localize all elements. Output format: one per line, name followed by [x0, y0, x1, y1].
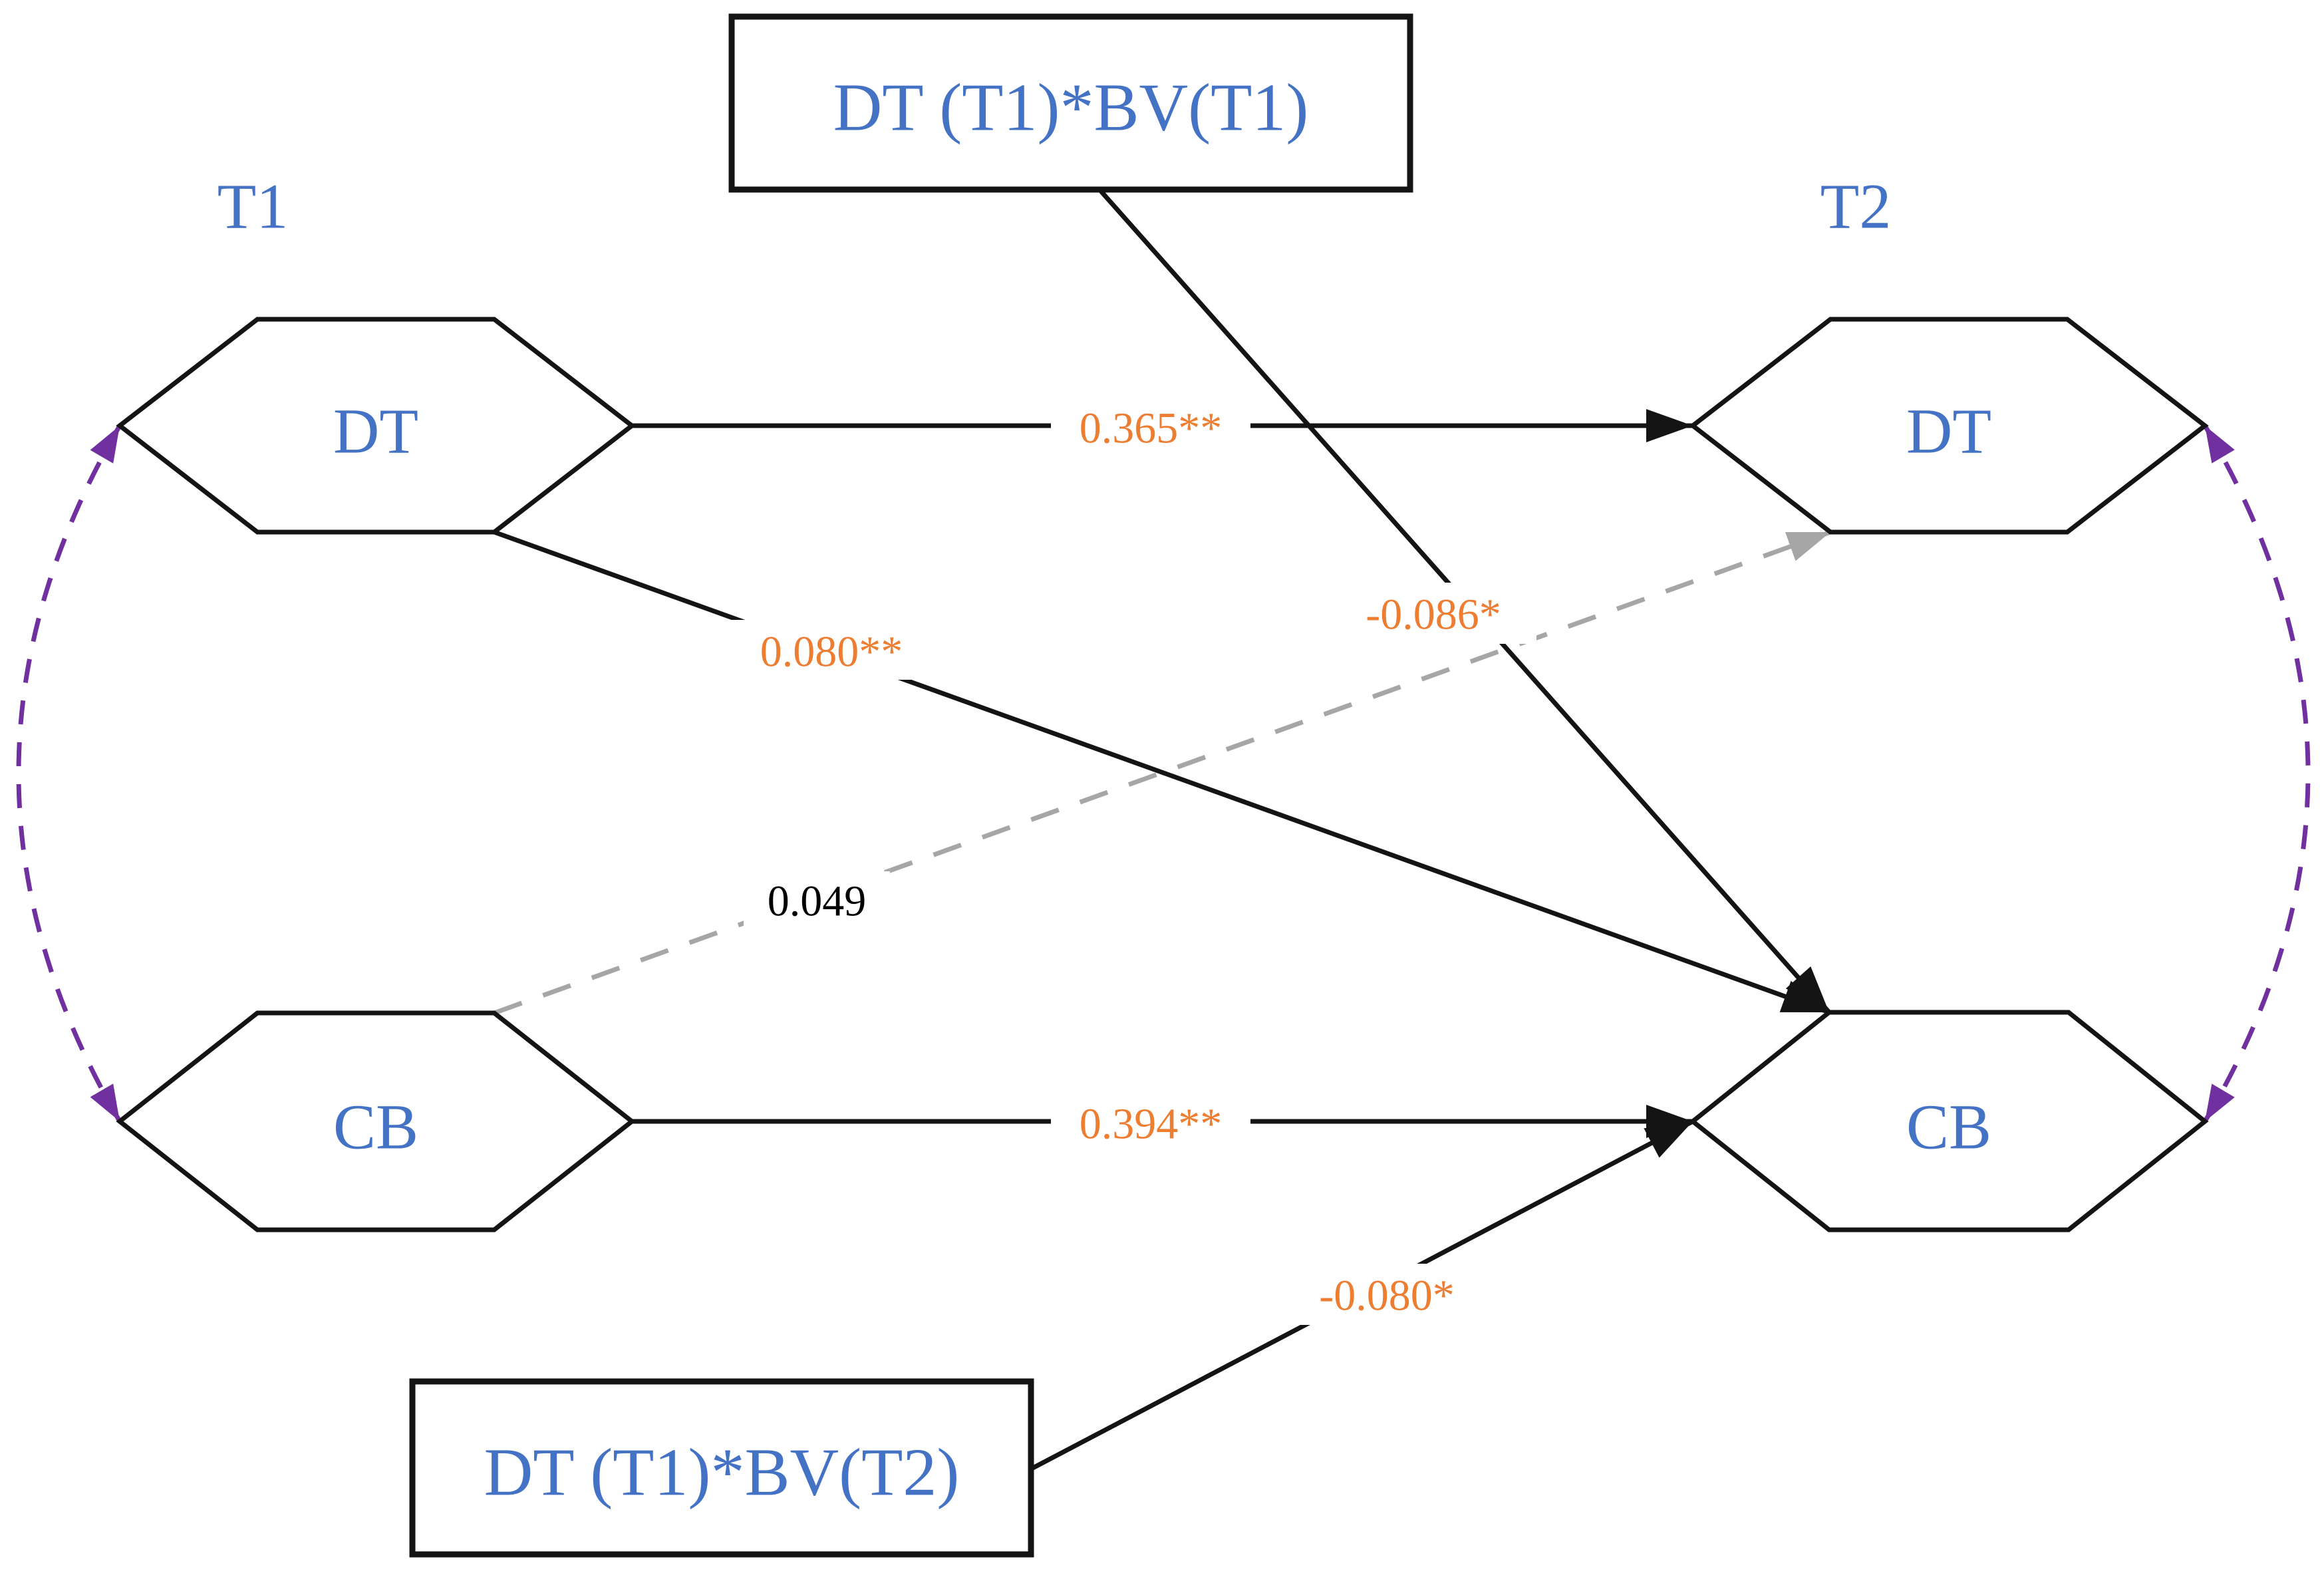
coefficient-dt1-to-dt2: 0.365** — [1080, 404, 1223, 453]
node-label-cb-t1: CB — [333, 1091, 418, 1163]
coefficient-cb1-to-dt2: 0.049 — [768, 877, 867, 926]
covariance-arrow-left — [16, 424, 122, 1123]
covariance-arrow-right — [2202, 424, 2311, 1123]
wave-label-t1: T1 — [218, 171, 289, 242]
coefficient-modbottom-to-cb2: -0.080* — [1319, 1272, 1454, 1320]
path-dt1-to-cb2 — [493, 529, 1830, 1015]
label-gap — [744, 871, 890, 929]
node-label-dt-t1: DT — [333, 396, 418, 467]
moderator-label-bottom: DT (T1)*BV(T2) — [484, 1435, 960, 1510]
hexagon-cb-t1 — [116, 1010, 636, 1232]
hexagon-dt-t1 — [116, 317, 636, 535]
hexagon-cb-t2 — [1689, 1010, 2209, 1232]
hexagon-dt-t2 — [1689, 317, 2209, 535]
moderator-box-bottom — [409, 1378, 1034, 1558]
wave-label-t2: T2 — [1820, 171, 1892, 242]
label-gap — [1051, 1093, 1250, 1151]
coefficient-cb1-to-cb2: 0.394** — [1080, 1100, 1223, 1149]
label-gap — [1330, 583, 1536, 644]
label-gap — [1280, 1264, 1493, 1325]
moderator-box-top — [728, 13, 1413, 193]
moderator-label-top: DT (T1)*BV(T1) — [833, 71, 1309, 146]
path-cb1-to-dt2-ns — [493, 529, 1832, 1016]
label-gap — [1051, 398, 1250, 455]
node-label-cb-t2: CB — [1906, 1091, 1991, 1163]
node-label-dt-t2: DT — [1906, 396, 1991, 467]
coefficient-modtop-to-cb2: -0.086* — [1366, 591, 1501, 639]
label-gap — [732, 620, 931, 680]
coefficient-dt1-to-cb2: 0.080** — [760, 628, 903, 676]
